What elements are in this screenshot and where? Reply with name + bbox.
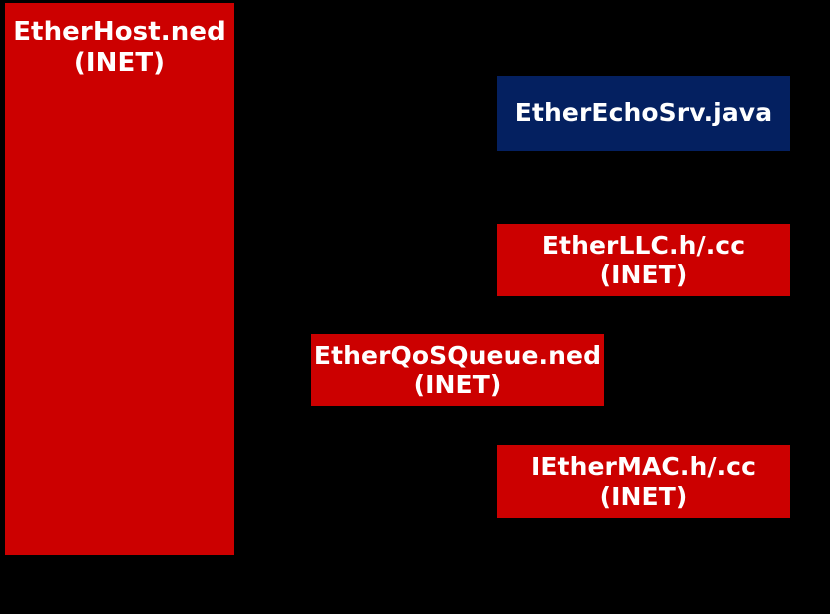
block-etherllc-framework: (INET) [599, 260, 688, 289]
block-etherqosqueue-ned[interactable]: EtherQoSQueue.ned (INET) [311, 334, 604, 406]
block-iethermac-source[interactable]: IEtherMAC.h/.cc (INET) [497, 445, 790, 518]
block-etherhost-framework: (INET) [73, 47, 166, 78]
block-etherqosqueue-framework: (INET) [413, 370, 502, 399]
block-iethermac-framework: (INET) [599, 481, 688, 511]
block-etherqosqueue-title: EtherQoSQueue.ned [313, 340, 602, 370]
block-etherechosrv-title: EtherEchoSrv.java [514, 97, 773, 127]
block-etherllc-source[interactable]: EtherLLC.h/.cc (INET) [497, 224, 790, 296]
block-etherhost-title: EtherHost.ned [13, 17, 226, 47]
block-etherechosrv-java[interactable]: EtherEchoSrv.java [497, 76, 790, 151]
block-etherhost-ned[interactable]: EtherHost.ned (INET) [5, 3, 234, 555]
block-iethermac-title: IEtherMAC.h/.cc [530, 452, 757, 481]
block-etherllc-title: EtherLLC.h/.cc [541, 230, 746, 260]
